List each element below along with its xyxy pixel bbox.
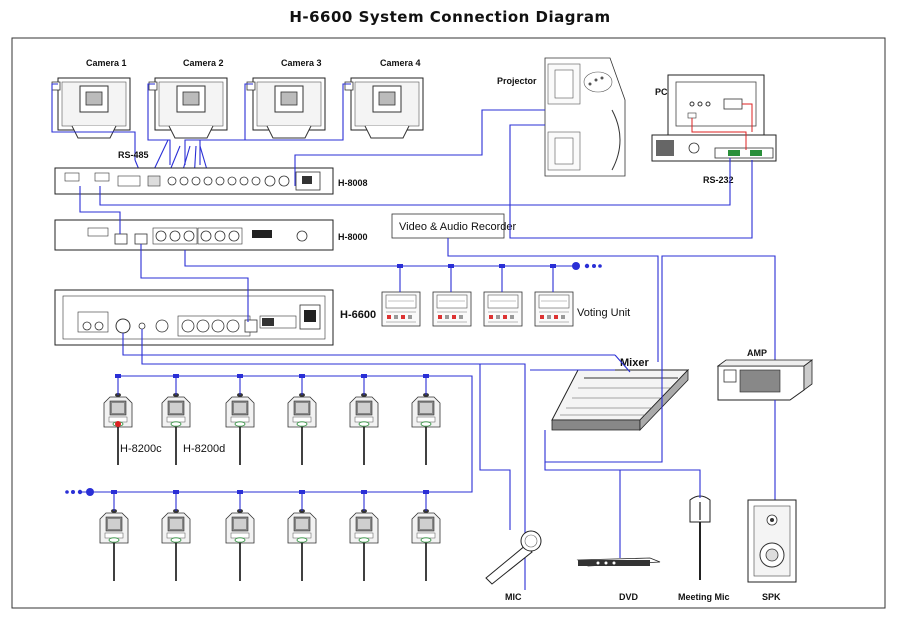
- h8200d-label: H-8200d: [183, 443, 225, 455]
- delegate-unit-r1-4: [287, 392, 317, 466]
- camera-4: Camera 4: [344, 58, 424, 139]
- voting-unit-label: Voting Unit: [577, 307, 630, 319]
- pc-computer: [651, 74, 777, 162]
- h8008-label: H-8008: [338, 178, 368, 188]
- camera-2: Camera 2: [148, 58, 228, 139]
- delegate-unit-r2-1: [99, 508, 129, 582]
- svg-text:Camera 2: Camera 2: [183, 58, 224, 68]
- delegate-unit-r2-6: [411, 508, 441, 582]
- h8008-unit: [54, 167, 334, 195]
- amplifier: [716, 359, 814, 401]
- video-audio-recorder: Video & Audio Recorder: [391, 213, 517, 239]
- voting-unit-4: [534, 291, 574, 327]
- svg-text:Camera 3: Camera 3: [281, 58, 322, 68]
- camera-1: Camera 1: [51, 58, 131, 139]
- h6600-unit: [54, 289, 334, 346]
- h8000-label: H-8000: [338, 232, 368, 242]
- projector: [544, 57, 626, 177]
- h8000-unit: [54, 219, 334, 251]
- svg-text:Camera 1: Camera 1: [86, 58, 127, 68]
- projector-label: Projector: [497, 76, 537, 86]
- delegate-unit-r1-3: [225, 392, 255, 466]
- dvd-label: DVD: [619, 592, 639, 602]
- delegate-unit-r2-2: [161, 508, 191, 582]
- mic-label: MIC: [505, 592, 522, 602]
- svg-text:Camera 4: Camera 4: [380, 58, 421, 68]
- speaker: [747, 499, 797, 583]
- amp-label: AMP: [747, 348, 767, 358]
- diagram-title: H-6600 System Connection Diagram: [289, 8, 611, 26]
- h8200c-label: H-8200c: [120, 443, 162, 455]
- handheld-mic: [485, 530, 542, 585]
- pc-label: PC: [655, 87, 668, 97]
- dvd-player: [576, 557, 661, 567]
- camera-3: Camera 3: [246, 58, 326, 139]
- voting-unit-2: [432, 291, 472, 327]
- rs485-label: RS-485: [118, 150, 149, 160]
- h6600-label: H-6600: [340, 309, 376, 321]
- spk-label: SPK: [762, 592, 781, 602]
- delegate-unit-r2-4: [287, 508, 317, 582]
- voting-unit-1: [381, 291, 421, 327]
- recorder-label: Video & Audio Recorder: [399, 221, 517, 233]
- rs232-label: RS-232: [703, 175, 734, 185]
- audio-mixer: [551, 369, 690, 431]
- chairman-unit-h8200c: [103, 392, 133, 466]
- delegate-unit-r2-3: [225, 508, 255, 582]
- meeting-mic: [689, 495, 711, 580]
- voting-unit-3: [483, 291, 523, 327]
- delegate-unit-r1-5: [349, 392, 379, 466]
- delegate-unit-r1-6: [411, 392, 441, 466]
- delegate-unit-r2-5: [349, 508, 379, 582]
- mixer-label: Mixer: [620, 357, 649, 369]
- meeting-mic-label: Meeting Mic: [678, 592, 730, 602]
